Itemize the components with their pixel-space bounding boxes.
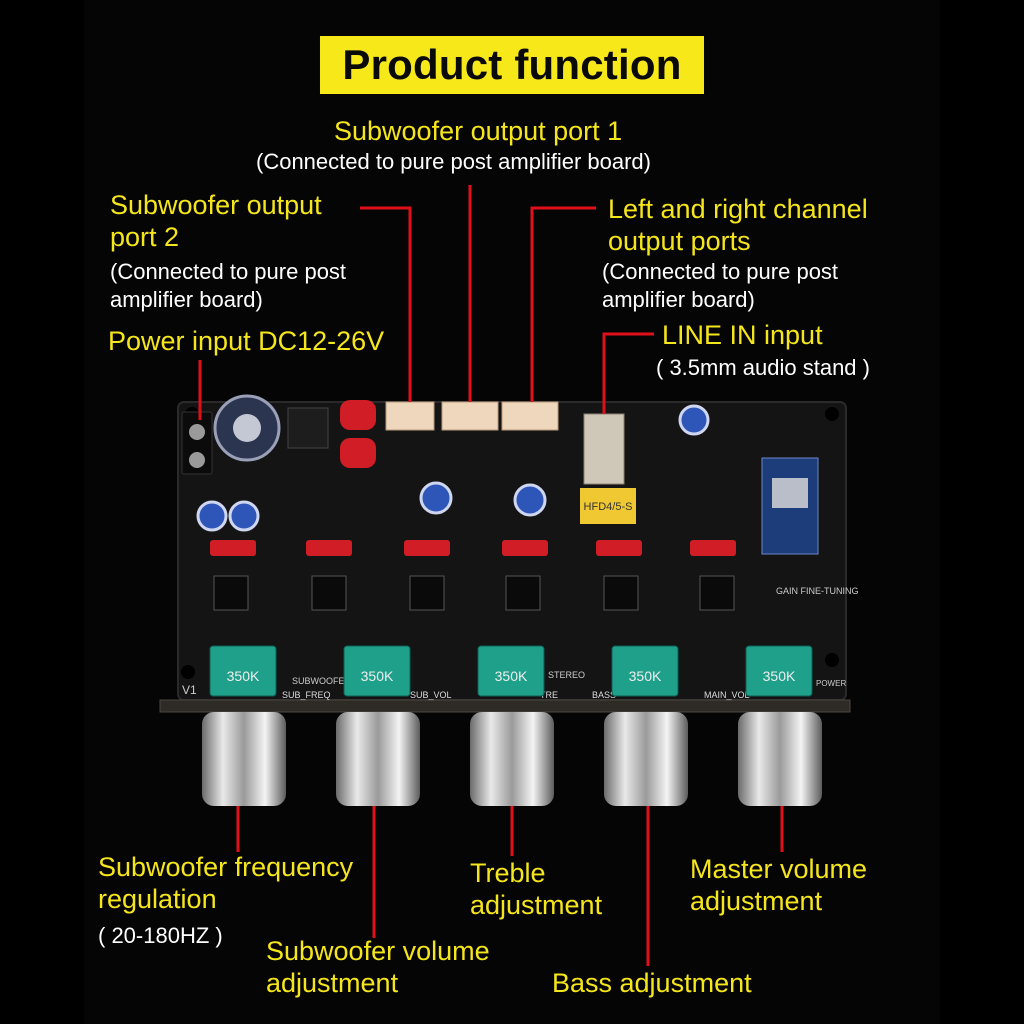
capacitor-top [233, 414, 261, 442]
bluetooth-shield [772, 478, 808, 508]
knob-master[interactable] [738, 712, 822, 806]
title-banner: Product function [320, 36, 704, 94]
gain-silk: GAIN FINE-TUNING [776, 586, 859, 596]
pot-value: 350K [629, 668, 662, 684]
capacitor-blue [419, 481, 453, 515]
bass-label: Bass adjustment [552, 968, 752, 998]
capacitor-blue [678, 404, 710, 436]
mounting-hole [181, 665, 195, 679]
connector-sub-out2 [385, 401, 435, 431]
mounting-hole [825, 407, 839, 421]
power-label: Power input DC12-26V [108, 326, 385, 356]
knob-bass[interactable] [604, 712, 688, 806]
film-capacitor [502, 540, 548, 556]
sub-freq-label-1: Subwoofer frequency [98, 852, 354, 882]
main-vol-silk: MAIN_VOL [704, 690, 750, 700]
sub-out2-note-1: (Connected to pure post [110, 259, 347, 284]
pot-master: 350K [745, 645, 813, 697]
lr-out-note-1: (Connected to pure post [602, 259, 839, 284]
treble-label-1: Treble [470, 858, 546, 888]
sub-out2-label-1: Subwoofer output [110, 190, 322, 220]
line-in-note: ( 3.5mm audio stand ) [656, 355, 870, 380]
line-in-label: LINE IN input [662, 320, 823, 350]
lr-out-note-2: amplifier board) [602, 287, 755, 312]
sub-vol-silk: SUB_VOL [410, 690, 452, 700]
terminal-screw [189, 452, 205, 468]
lr-out-label-1: Left and right channel [608, 194, 868, 224]
tre-silk: TRE [540, 690, 558, 700]
pot-bass: 350K [611, 645, 679, 697]
leader-sub-out2 [360, 206, 412, 402]
film-capacitor [210, 540, 256, 556]
power-silk: POWER [816, 679, 846, 688]
sub-freq-note: ( 20-180HZ ) [98, 923, 223, 948]
subwoofer-silk: SUBWOOFER [292, 676, 352, 686]
terminal-screw [189, 424, 205, 440]
capacitor-blue [228, 500, 260, 532]
page-title: Product function [342, 41, 682, 88]
stereo-silk: STEREO [548, 670, 585, 680]
capacitor-blue [196, 500, 228, 532]
opamp-chip [311, 575, 347, 611]
lr-out-label-2: output ports [608, 226, 751, 256]
left-border [0, 0, 84, 1024]
knob-treble[interactable] [470, 712, 554, 806]
connector-lr-out [501, 401, 559, 431]
opamp-chip [699, 575, 735, 611]
regulator [287, 407, 329, 449]
bass-silk: BASS [592, 690, 616, 700]
knob-sub-freq[interactable] [202, 712, 286, 806]
relay-label: HFD4/5-S [584, 501, 633, 513]
audio-jack [583, 413, 625, 485]
pot-value: 350K [763, 668, 796, 684]
leader-lr-out [530, 206, 596, 402]
master-label-2: adjustment [690, 886, 823, 916]
sub-freq-silk: SUB_FREQ [282, 690, 331, 700]
sub-out2-note-2: amplifier board) [110, 287, 263, 312]
film-capacitor [306, 540, 352, 556]
pot-treble: 350K [477, 645, 545, 697]
opamp-chip [505, 575, 541, 611]
pot-value: 350K [361, 668, 394, 684]
treble-label-2: adjustment [470, 890, 603, 920]
opamp-chip [603, 575, 639, 611]
capacitor-red [340, 438, 376, 468]
opamp-chip [213, 575, 249, 611]
leader-line-in [602, 332, 654, 414]
sub-out2-label-2: port 2 [110, 222, 180, 252]
sub-vol-label-2: adjustment [266, 968, 399, 998]
capacitor-blue [513, 483, 547, 517]
pot-value: 350K [495, 668, 528, 684]
v1-silk: V1 [182, 683, 197, 697]
knob-sub-vol[interactable] [336, 712, 420, 806]
sub-vol-label-1: Subwoofer volume [266, 936, 490, 966]
sub-out1-note: (Connected to pure post amplifier board) [256, 149, 651, 174]
master-label-1: Master volume [690, 854, 868, 884]
front-panel [159, 699, 851, 713]
sub-out1-label: Subwoofer output port 1 [334, 116, 623, 146]
pot-sub-freq: 350K [209, 645, 277, 697]
opamp-chip [409, 575, 445, 611]
pot-sub-vol: 350K [343, 645, 411, 697]
capacitor-red [340, 400, 376, 430]
sub-freq-label-2: regulation [98, 884, 217, 914]
relay [580, 488, 636, 524]
pot-value: 350K [227, 668, 260, 684]
mounting-hole [825, 653, 839, 667]
connector-sub-out1 [441, 401, 499, 431]
film-capacitor [404, 540, 450, 556]
film-capacitor [596, 540, 642, 556]
right-border [940, 0, 1024, 1024]
film-capacitor [690, 540, 736, 556]
